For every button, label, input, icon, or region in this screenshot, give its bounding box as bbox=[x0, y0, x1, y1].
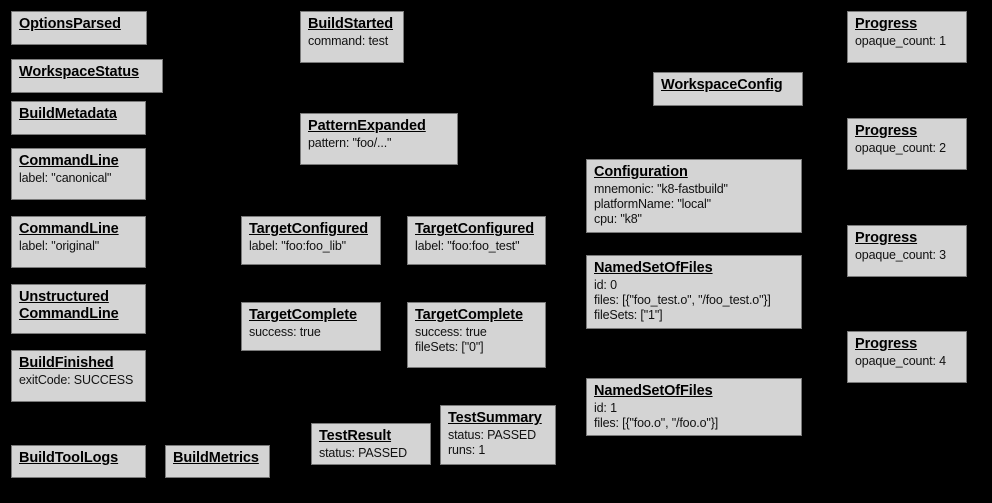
event-node-configuration[interactable]: Configuration mnemonic: "k8-fastbuild"pla… bbox=[586, 159, 802, 233]
event-node-workspace-status[interactable]: WorkspaceStatus bbox=[11, 59, 163, 93]
event-node-title: TestSummary bbox=[448, 410, 542, 426]
event-node-attribute: label: "foo:foo_test" bbox=[415, 239, 520, 253]
event-node-attributes: pattern: "foo/..." bbox=[308, 136, 451, 151]
event-node-title: BuildMetrics bbox=[173, 450, 259, 466]
event-node-attribute: runs: 1 bbox=[448, 443, 486, 457]
event-node-title: CommandLine bbox=[19, 153, 119, 169]
event-node-attributes: label: "original" bbox=[19, 239, 139, 254]
event-node-attribute: fileSets: ["0"] bbox=[415, 340, 484, 354]
event-node-title: OptionsParsed bbox=[19, 16, 121, 32]
event-node-attributes: opaque_count: 3 bbox=[855, 248, 960, 263]
event-node-target-complete-foo-lib[interactable]: TargetComplete success: true bbox=[241, 302, 381, 351]
event-node-options-parsed[interactable]: OptionsParsed bbox=[11, 11, 147, 45]
event-node-progress-3[interactable]: Progress opaque_count: 3 bbox=[847, 225, 967, 277]
event-node-build-tool-logs[interactable]: BuildToolLogs bbox=[11, 445, 146, 478]
event-node-test-result[interactable]: TestResult status: PASSED bbox=[311, 423, 431, 465]
event-node-attribute: cpu: "k8" bbox=[594, 212, 642, 226]
event-node-attributes: command: test bbox=[308, 34, 397, 49]
event-node-attribute: label: "canonical" bbox=[19, 171, 112, 185]
event-node-attribute: status: PASSED bbox=[448, 428, 536, 442]
event-node-progress-2[interactable]: Progress opaque_count: 2 bbox=[847, 118, 967, 170]
event-node-attribute: mnemonic: "k8-fastbuild" bbox=[594, 182, 728, 196]
event-node-attribute: success: true bbox=[249, 325, 321, 339]
event-node-title: BuildMetadata bbox=[19, 106, 117, 122]
event-node-attribute: opaque_count: 1 bbox=[855, 34, 946, 48]
event-node-attribute: opaque_count: 3 bbox=[855, 248, 946, 262]
event-node-attributes: mnemonic: "k8-fastbuild"platformName: "l… bbox=[594, 182, 795, 227]
event-node-attribute: opaque_count: 2 bbox=[855, 141, 946, 155]
event-node-attribute: success: true bbox=[415, 325, 487, 339]
event-node-target-configured-foo-lib[interactable]: TargetConfigured label: "foo:foo_lib" bbox=[241, 216, 381, 265]
event-node-unstructured-command-line[interactable]: Unstructured CommandLine bbox=[11, 284, 146, 334]
event-node-progress-4[interactable]: Progress opaque_count: 4 bbox=[847, 331, 967, 383]
event-node-title: CommandLine bbox=[19, 221, 119, 237]
event-node-attributes: opaque_count: 1 bbox=[855, 34, 960, 49]
event-node-build-started[interactable]: BuildStarted command: test bbox=[300, 11, 404, 63]
event-node-attributes: label: "canonical" bbox=[19, 171, 139, 186]
event-node-build-metadata[interactable]: BuildMetadata bbox=[11, 101, 146, 135]
event-node-title: Unstructured CommandLine bbox=[19, 289, 119, 322]
event-node-progress-1[interactable]: Progress opaque_count: 1 bbox=[847, 11, 967, 63]
event-node-attribute: opaque_count: 4 bbox=[855, 354, 946, 368]
event-node-title: BuildFinished bbox=[19, 355, 114, 371]
event-node-attribute: command: test bbox=[308, 34, 389, 48]
event-node-title: TargetComplete bbox=[249, 307, 357, 323]
event-node-attributes: status: PASSED bbox=[319, 446, 424, 461]
event-node-title: TestResult bbox=[319, 428, 392, 444]
event-node-attribute: files: [{"foo_test.o", "/foo_test.o"}] bbox=[594, 293, 771, 307]
event-node-title: BuildStarted bbox=[308, 16, 394, 32]
event-node-pattern-expanded[interactable]: PatternExpanded pattern: "foo/..." bbox=[300, 113, 458, 165]
event-node-title: Progress bbox=[855, 123, 918, 139]
event-node-attributes: exitCode: SUCCESS bbox=[19, 373, 139, 388]
event-node-title: NamedSetOfFiles bbox=[594, 383, 713, 399]
event-node-attributes: opaque_count: 4 bbox=[855, 354, 960, 369]
event-node-attribute: fileSets: ["1"] bbox=[594, 308, 663, 322]
event-node-title: TargetComplete bbox=[415, 307, 523, 323]
event-node-title: WorkspaceStatus bbox=[19, 64, 139, 80]
event-node-attribute: label: "foo:foo_lib" bbox=[249, 239, 346, 253]
event-node-command-line-original[interactable]: CommandLine label: "original" bbox=[11, 216, 146, 268]
event-node-command-line-canonical[interactable]: CommandLine label: "canonical" bbox=[11, 148, 146, 200]
event-node-attribute: id: 0 bbox=[594, 278, 617, 292]
event-node-title: BuildToolLogs bbox=[19, 450, 119, 466]
event-node-title: NamedSetOfFiles bbox=[594, 260, 713, 276]
event-node-title: WorkspaceConfig bbox=[661, 77, 783, 93]
event-node-title: Configuration bbox=[594, 164, 688, 180]
event-node-attributes: success: true bbox=[249, 325, 374, 340]
event-node-title: Progress bbox=[855, 336, 918, 352]
event-node-attributes: label: "foo:foo_lib" bbox=[249, 239, 374, 254]
event-node-attributes: label: "foo:foo_test" bbox=[415, 239, 539, 254]
event-node-attribute: exitCode: SUCCESS bbox=[19, 373, 134, 387]
event-node-title: Progress bbox=[855, 230, 918, 246]
event-node-workspace-config[interactable]: WorkspaceConfig bbox=[653, 72, 803, 106]
event-node-attribute: label: "original" bbox=[19, 239, 99, 253]
event-node-title: TargetConfigured bbox=[249, 221, 368, 237]
event-node-attributes: opaque_count: 2 bbox=[855, 141, 960, 156]
event-node-attribute: platformName: "local" bbox=[594, 197, 711, 211]
event-node-build-metrics[interactable]: BuildMetrics bbox=[165, 445, 270, 478]
event-node-attribute: status: PASSED bbox=[319, 446, 407, 460]
event-node-title: PatternExpanded bbox=[308, 118, 426, 134]
event-node-attribute: files: [{"foo.o", "/foo.o"}] bbox=[594, 416, 719, 430]
event-node-build-finished[interactable]: BuildFinished exitCode: SUCCESS bbox=[11, 350, 146, 402]
event-node-target-configured-foo-test[interactable]: TargetConfigured label: "foo:foo_test" bbox=[407, 216, 546, 265]
event-node-title: TargetConfigured bbox=[415, 221, 534, 237]
event-node-title: Progress bbox=[855, 16, 918, 32]
event-node-attribute: pattern: "foo/..." bbox=[308, 136, 392, 150]
event-node-attribute: id: 1 bbox=[594, 401, 617, 415]
